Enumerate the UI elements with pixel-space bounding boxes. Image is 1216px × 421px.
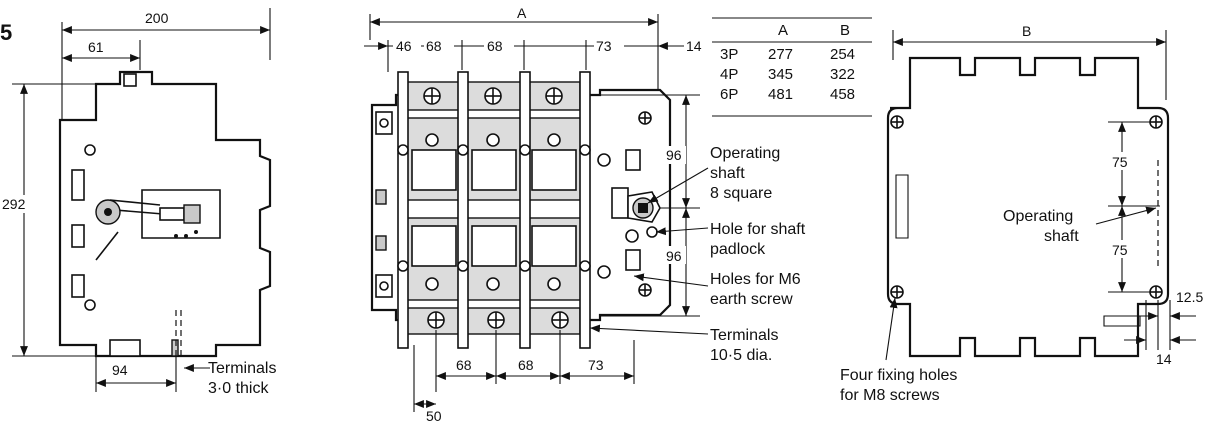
dim-14-fixing-label: 14 <box>1156 351 1172 367</box>
side-view: 200 61 292 <box>0 8 276 397</box>
table-row-6p-label: 6P <box>720 86 738 103</box>
fixing-outline <box>886 56 1170 358</box>
holes-earth-label-2: earth screw <box>710 291 793 308</box>
terminals-dia-label-1: Terminals <box>710 327 778 344</box>
dim-75-upper-label: 75 <box>1112 154 1128 170</box>
dim-68a-label: 68 <box>426 38 442 54</box>
dim-96-upper-label: 96 <box>666 147 682 163</box>
front-view: A 46 68 68 73 14 <box>364 5 806 421</box>
operating-shaft-label-2: shaft <box>710 165 745 182</box>
fixing-view: B 75 75 Operating shaft 12.5 14 <box>840 23 1203 404</box>
tie-bars <box>397 71 591 349</box>
dim-12-5-label: 12.5 <box>1176 289 1203 305</box>
terminals-thick-label-2: 3·0 thick <box>208 380 269 397</box>
table-row-3p-a: 277 <box>768 46 793 63</box>
fixing-holes-label-2: for M8 screws <box>840 387 940 404</box>
dim-14-front-label: 14 <box>686 38 702 54</box>
table-row-3p-b: 254 <box>830 46 855 63</box>
dim-bottom-68b-label: 68 <box>518 357 534 373</box>
dim-bottom-68a-label: 68 <box>456 357 472 373</box>
table-row-6p-a: 481 <box>768 86 793 103</box>
dim-bottom-73-label: 73 <box>588 357 604 373</box>
operating-shaft-label-3: 8 square <box>710 185 772 202</box>
bottom-terminal-row <box>403 307 581 335</box>
table-row-4p-a: 345 <box>768 66 793 83</box>
dim-46-label: 46 <box>396 38 412 54</box>
table-row-3p-label: 3P <box>720 46 738 63</box>
fixing-operating-label-1: Operating <box>1003 208 1073 225</box>
dim-61-label: 61 <box>88 39 104 55</box>
operating-shaft-label-1: Operating <box>710 145 780 162</box>
table-row-4p-b: 322 <box>830 66 855 83</box>
table-header-A: A <box>778 22 788 39</box>
dim-B-label: B <box>1022 23 1031 39</box>
fixing-operating-label-2: shaft <box>1044 228 1079 245</box>
terminals-dia-label-2: 10·5 dia. <box>710 347 772 364</box>
dimension-table: A B 3P 277 254 4P 345 322 6P 481 458 <box>712 17 872 117</box>
terminals-thick-label-1: Terminals <box>208 360 276 377</box>
dim-68b-label: 68 <box>487 38 503 54</box>
dim-73-label: 73 <box>596 38 612 54</box>
figure-number: 5 <box>0 20 12 45</box>
fixing-holes-label-1: Four fixing holes <box>840 367 957 384</box>
dim-96-lower-label: 96 <box>666 248 682 264</box>
dim-200-label: 200 <box>145 10 169 26</box>
dim-A-label: A <box>517 5 527 21</box>
holes-earth-label-1: Holes for M6 <box>710 271 801 288</box>
dim-50-label: 50 <box>426 408 442 421</box>
table-header-B: B <box>840 22 850 39</box>
dim-94-label: 94 <box>112 362 128 378</box>
switch-modules <box>405 117 583 301</box>
hole-padlock-label-2: padlock <box>710 241 766 258</box>
top-terminal-row <box>403 81 581 111</box>
dim-292-label: 292 <box>2 196 26 212</box>
table-row-6p-b: 458 <box>830 86 855 103</box>
table-row-4p-label: 4P <box>720 66 738 83</box>
hole-padlock-label-1: Hole for shaft <box>710 221 806 238</box>
dim-75-lower-label: 75 <box>1112 242 1128 258</box>
